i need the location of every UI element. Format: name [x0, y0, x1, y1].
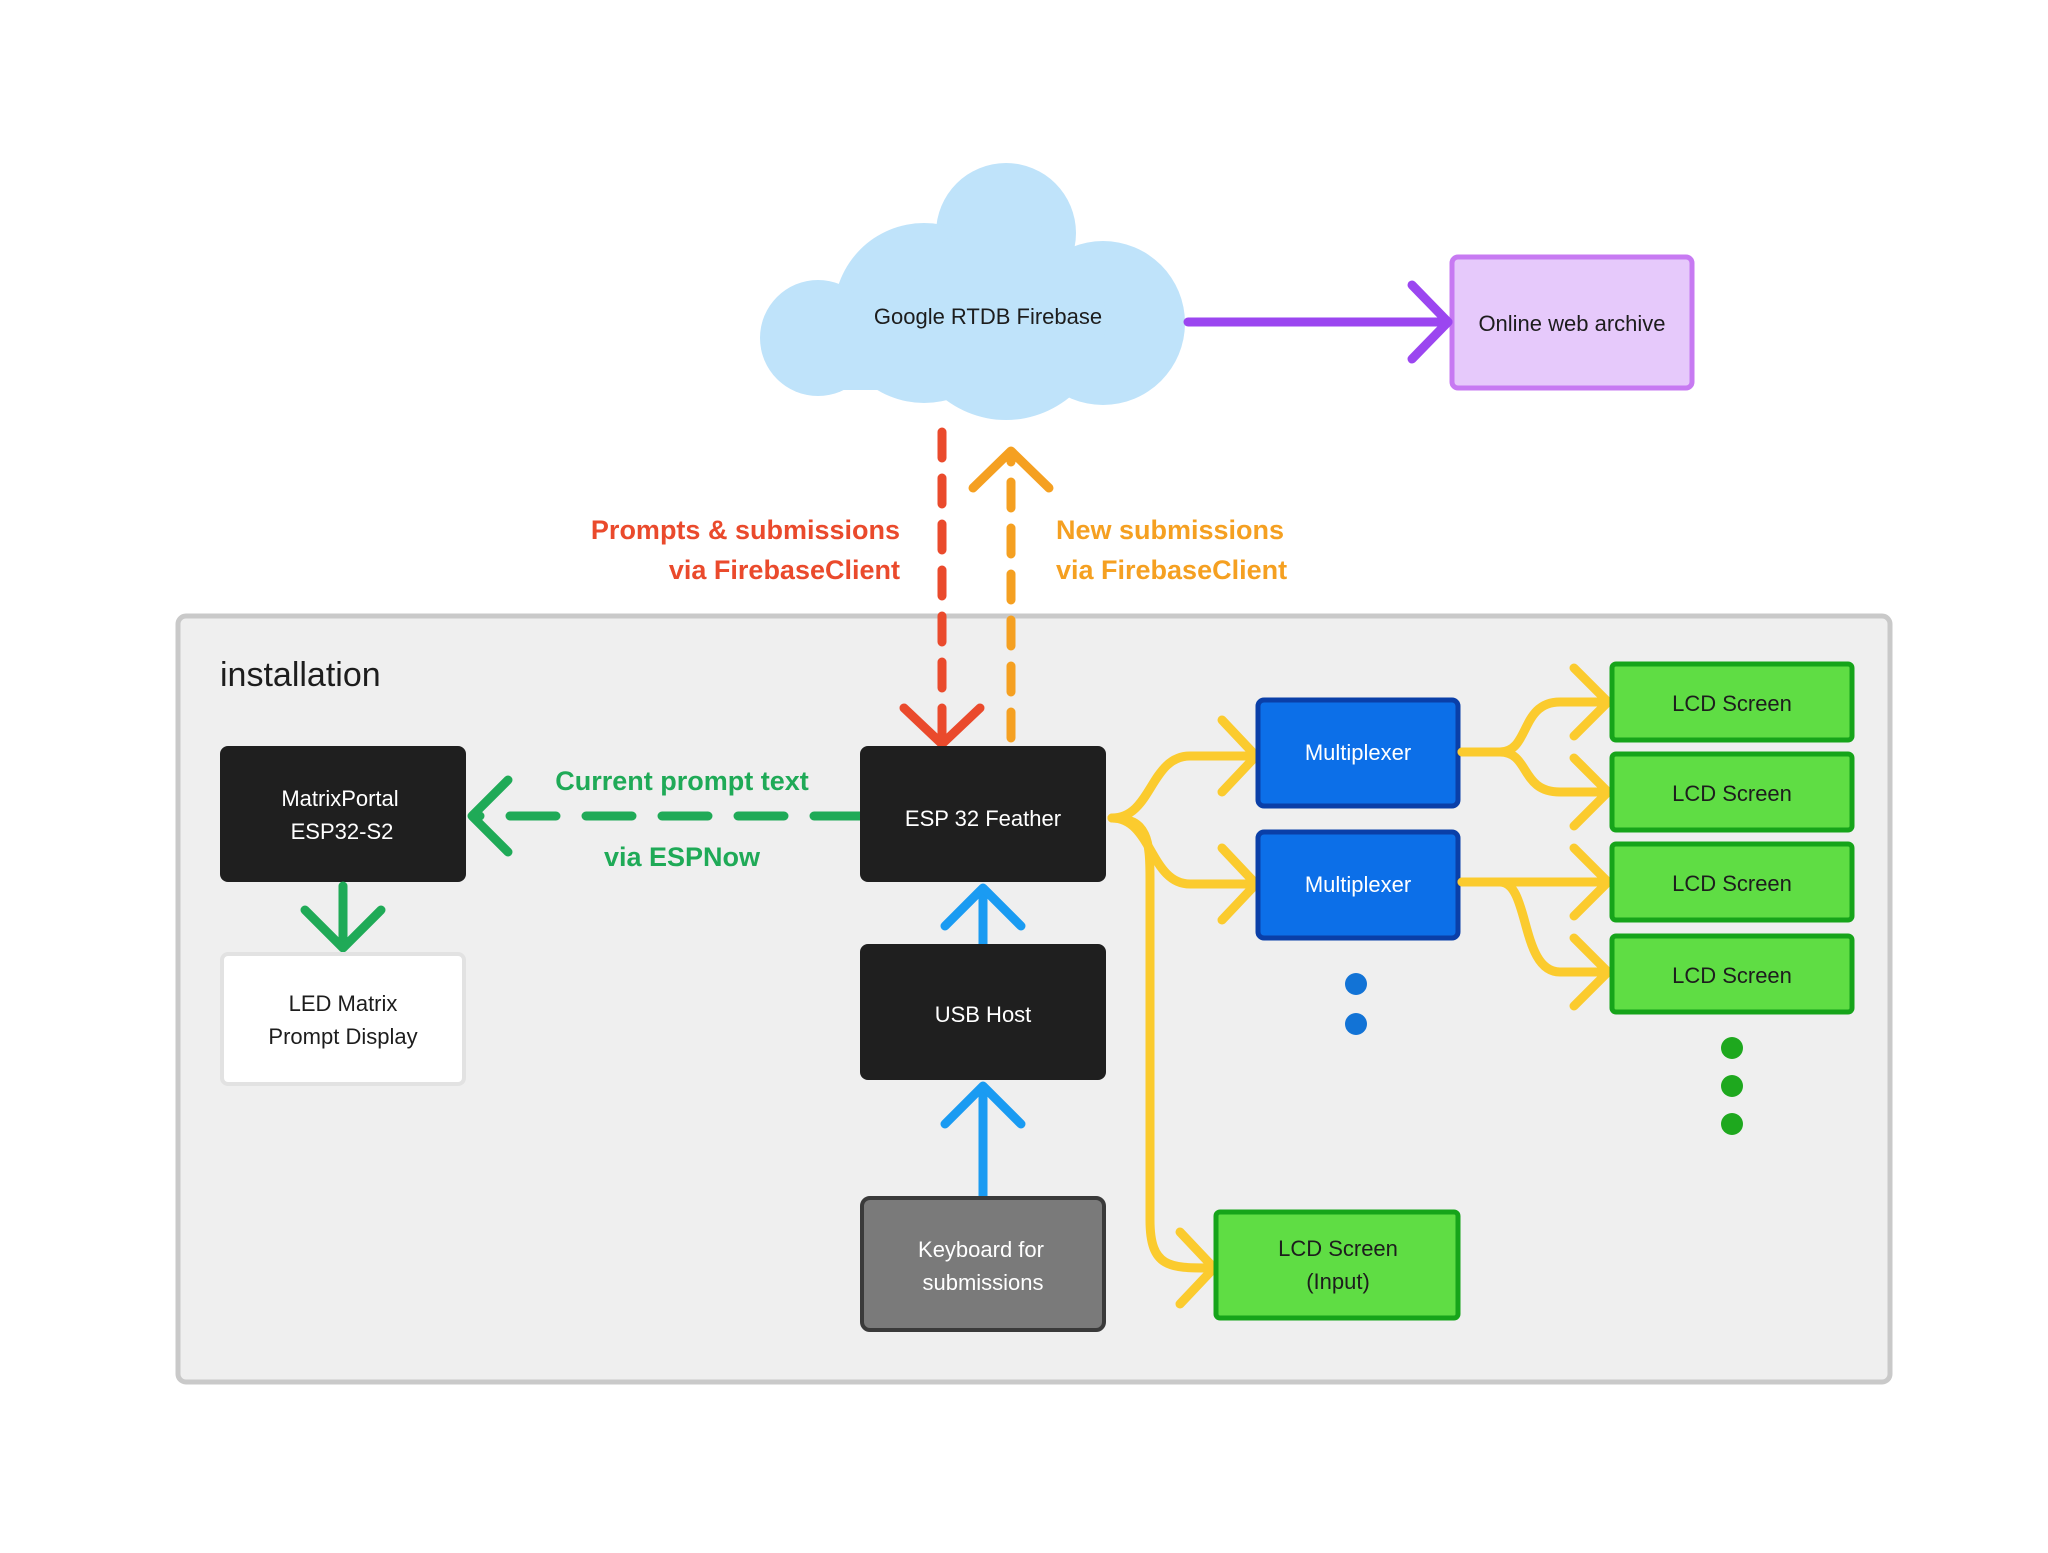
installation-title: installation — [220, 656, 381, 694]
lcd-input-label-line2: (Input) — [1306, 1269, 1370, 1294]
prompts-label-line1: Prompts & submissions — [591, 515, 900, 545]
multiplexer-label-2: Multiplexer — [1305, 872, 1411, 897]
matrixportal-box[interactable] — [220, 746, 466, 882]
keyboard-label-line2: submissions — [922, 1270, 1043, 1295]
blue-arrow-usb-esp — [940, 883, 1026, 949]
prompts-label-line2: via FirebaseClient — [669, 555, 900, 585]
green-arrow-down — [300, 881, 386, 953]
blue-arrow-kbd-usb — [940, 1081, 1026, 1201]
new-submissions-label-line1: New submissions — [1056, 515, 1284, 545]
yellow-arrows-mux — [1457, 663, 1613, 1011]
green-dashed-arrow — [467, 775, 865, 857]
lcd-screen-box-1[interactable] — [1609, 661, 1855, 743]
lcd-ellipsis-dot-2 — [1721, 1075, 1743, 1097]
lcd-screen-box-2[interactable] — [1609, 751, 1855, 833]
led-display-label-line2: Prompt Display — [268, 1024, 417, 1049]
esp32-label: ESP 32 Feather — [905, 806, 1061, 831]
multiplexer-box-2[interactable] — [1255, 829, 1461, 941]
lcd-screen-box-4[interactable] — [1609, 933, 1855, 1015]
keyboard-box[interactable] — [860, 1196, 1106, 1332]
usb-host-label: USB Host — [935, 1002, 1032, 1027]
new-submissions-label-line2: via FirebaseClient — [1056, 555, 1287, 585]
multiplexer-ellipsis-dot-2 — [1345, 1013, 1367, 1035]
lcd-input-label-line1: LCD Screen — [1278, 1236, 1398, 1261]
lcd-screen-box-3[interactable] — [1609, 841, 1855, 923]
matrixportal-label-line1: MatrixPortal — [281, 786, 398, 811]
led-display-label-line1: LED Matrix — [289, 991, 398, 1016]
red-dashed-arrow — [899, 427, 985, 749]
multiplexer-label-1: Multiplexer — [1305, 740, 1411, 765]
lcd-input-box[interactable] — [1213, 1209, 1461, 1321]
purple-arrow — [1183, 280, 1453, 364]
lcd-screen-label-2: LCD Screen — [1672, 781, 1792, 806]
led-display-box[interactable] — [220, 952, 466, 1086]
firebase-cloud — [760, 163, 1185, 420]
espnow-label-line1: Current prompt text — [555, 766, 809, 796]
espnow-label-line2: via ESPNow — [604, 842, 761, 872]
lcd-screen-label-4: LCD Screen — [1672, 963, 1792, 988]
firebase-label: Google RTDB Firebase — [874, 304, 1102, 329]
usb-host-box[interactable] — [860, 944, 1106, 1080]
lcd-screen-label-1: LCD Screen — [1672, 691, 1792, 716]
keyboard-label-line1: Keyboard for — [918, 1237, 1044, 1262]
lcd-ellipsis-dot-1 — [1721, 1037, 1743, 1059]
esp32-box[interactable] — [860, 746, 1106, 882]
multiplexer-ellipsis-dot-1 — [1345, 973, 1367, 995]
lcd-screen-label-3: LCD Screen — [1672, 871, 1792, 896]
archive-label: Online web archive — [1478, 311, 1665, 336]
matrixportal-label-line2: ESP32-S2 — [291, 819, 394, 844]
orange-dashed-arrow — [968, 446, 1054, 743]
lcd-ellipsis-dot-3 — [1721, 1113, 1743, 1135]
